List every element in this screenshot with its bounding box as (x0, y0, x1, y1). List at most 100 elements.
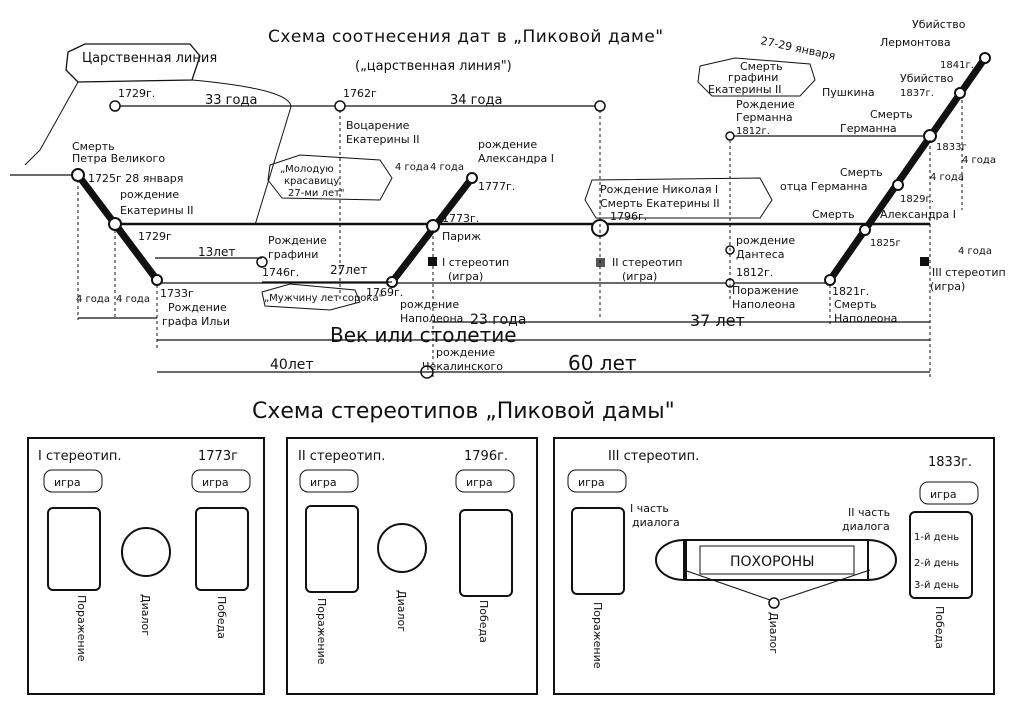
nap-birth-line1: рождение (400, 298, 459, 311)
panel2-defeat: Поражение (315, 598, 328, 665)
panel1-game-left: игра (54, 476, 81, 489)
panel1-defeat: Поражение (75, 595, 88, 662)
panel3-victory: Победа (933, 606, 946, 649)
dantes-date: 1812г. (736, 266, 773, 279)
dantes-line1: рождение (736, 234, 795, 247)
four-b: 4 года (116, 294, 150, 305)
stereo3-line1: III стереотип (932, 266, 1006, 279)
nikolai-line2: Смерть Екатерины II (600, 197, 720, 210)
y1773: 1773г. (442, 212, 479, 225)
nikolai-date: 1796г. (610, 210, 647, 223)
panel3-part1-line1: I часть (630, 502, 669, 515)
nap-defeat-line1: Поражение (732, 284, 799, 297)
panel3-day2: 2-й день (914, 558, 959, 569)
countess-death-line3: Екатерины II (708, 83, 782, 96)
y1833: 1833г (936, 142, 967, 153)
panel2-game-right: игра (466, 476, 493, 489)
countess-line2: графини (268, 248, 318, 261)
pushkin-line2: Пушкина (822, 86, 875, 99)
countess-death-line1: Смерть (740, 60, 783, 73)
four-right-a: 4 года (962, 155, 996, 166)
panel3-part2-line2: диалога (842, 520, 890, 533)
german-birth-line2: Германна (736, 111, 793, 124)
countess-line1: Рождение (268, 234, 327, 247)
panel3-heading: III стереотип. (608, 449, 699, 464)
alex-birth-line1: рождение (478, 138, 537, 151)
panel3-defeat: Поражение (591, 602, 604, 669)
dimension-arrows (78, 257, 930, 373)
panel3-day1: 1-й день (914, 532, 959, 543)
panel1-heading: I стереотип. (38, 449, 122, 464)
stereo1-line1: I стереотип (442, 256, 509, 269)
nikolai-frame (584, 177, 773, 219)
german-death-line2: Германна (840, 122, 897, 135)
lermontov-line2: Лермонтова (880, 36, 951, 49)
schema1-subtitle: („царственная линия") (355, 59, 512, 74)
y1729: 1729г. (118, 87, 155, 100)
pushkin-date: 1837г. (900, 88, 934, 99)
gap33: 33 года (205, 93, 257, 108)
eka-birth-line1: рождение (120, 188, 179, 201)
stereo2-line1: II стереотип (612, 256, 682, 269)
german-death-line1: Смерть (870, 108, 913, 121)
schema1-title: Схема соотнесения дат в „Пиковой даме" (268, 27, 664, 47)
gap23: 23 года (470, 312, 526, 328)
panel-stereotype-3: III стереотип. 1833г. игра игра I часть … (553, 437, 995, 695)
countess-date: 1746г. (262, 266, 299, 279)
panel3-game-right: игра (930, 488, 957, 501)
panel2-victory: Победа (477, 600, 490, 643)
dantes-line2: Дантеса (736, 248, 785, 261)
panel3-game-left: игра (578, 476, 605, 489)
y1821: 1821г. (832, 285, 869, 298)
y1825: 1825г (870, 238, 901, 249)
panel-stereotype-2: II стереотип. 1796г. игра игра Поражение… (286, 437, 538, 695)
accession-line1: Воцарение (346, 119, 410, 132)
royal-line-tag-frame (65, 43, 201, 83)
father-death-line1: Смерть (840, 166, 883, 179)
father-death-line2: отца Германна (780, 180, 867, 193)
countess-death-line2: графини (728, 71, 778, 84)
eka-birth-line2: Екатерины II (120, 204, 194, 217)
panel3-year: 1833г. (928, 455, 972, 470)
ilya-line2: графа Ильи (162, 315, 230, 328)
gap40: 40лет (270, 357, 314, 373)
royal-tag-pointer (24, 81, 79, 166)
ilya-date: 1733г (160, 287, 194, 300)
stereo3-line2: (игра) (930, 280, 965, 293)
panel3-funeral: ПОХОРОНЫ (730, 554, 815, 570)
lermontov-line1: Убийство (912, 18, 966, 31)
panel1-victory: Победа (215, 596, 228, 639)
beauty-line1: „Молодую (280, 164, 334, 175)
stereo2-line2: (игра) (622, 270, 657, 283)
panel-stereotype-1: I стереотип. 1773г игра игра Поражение Д… (27, 437, 265, 695)
panel3-dialog: Диалог (767, 612, 780, 654)
royal-line-tag: Царственная линия (82, 51, 217, 66)
pushkin-line1: Убийство (900, 72, 954, 85)
four-mid-b: 4 года (430, 162, 464, 173)
panel1-dialog: Диалог (139, 594, 152, 636)
panel3-day3: 3-й день (914, 580, 959, 591)
panel1-game-right: игра (202, 476, 229, 489)
stereo1-line2: (игра) (448, 270, 483, 283)
panel3-part2-line1: II часть (848, 506, 890, 519)
panel2-dialog: Диалог (395, 590, 408, 632)
alex-birth-line2: Александра I (478, 152, 554, 165)
countess-death-frame (697, 57, 816, 97)
gap37: 37 лет (690, 311, 745, 330)
panel2-game-left: игра (310, 476, 337, 489)
y1829: 1829г. (900, 194, 934, 205)
nap-defeat-line2: Наполеона (732, 298, 795, 311)
y1769: 1769г. (366, 286, 403, 299)
german-birth-date: 1812г. (736, 126, 770, 137)
gap27: 27лет (330, 263, 367, 277)
chekalinsky-line1: рождение (436, 346, 495, 359)
paris: Париж (442, 230, 481, 243)
beauty-line3: 27-ми лет" (288, 188, 345, 199)
alex-birth-date: 1777г. (478, 180, 515, 193)
y1762: 1762г (343, 87, 377, 100)
panel2-heading: II стереотип. (298, 449, 385, 464)
lermontov-date: 1841г. (940, 60, 974, 71)
schema2-title: Схема стереотипов „Пиковой дамы" (252, 399, 675, 424)
four-a: 4 года (76, 294, 110, 305)
beauty-line2: красавицу (284, 176, 339, 187)
